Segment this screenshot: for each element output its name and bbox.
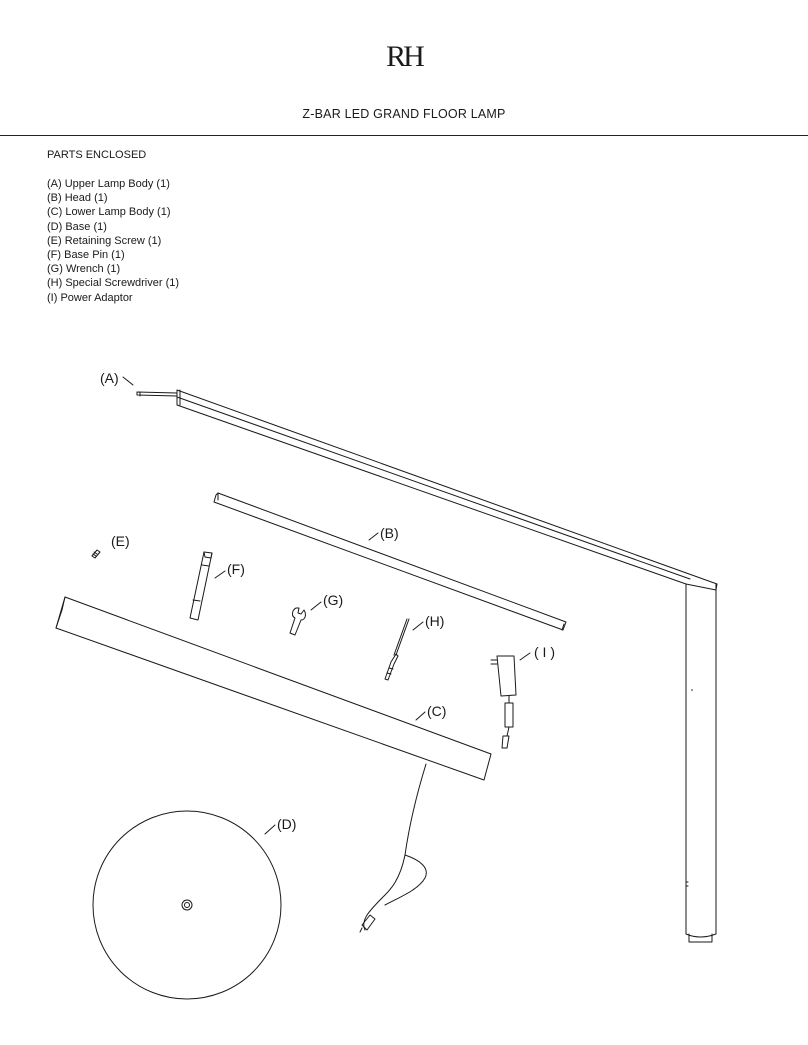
retaining-screw-drawing <box>91 549 101 559</box>
parts-heading: PARTS ENCLOSED <box>47 149 147 161</box>
callout-b: (B) <box>368 525 399 541</box>
page-title: Z-BAR LED GRAND FLOOR LAMP <box>302 107 506 121</box>
lower-lamp-body-drawing <box>55 596 492 781</box>
callout-f: (F) <box>214 561 245 579</box>
callout-b-label: (B) <box>380 525 399 541</box>
part-item-e: (E) Retaining Screw (1) <box>47 234 162 247</box>
screwdriver-drawing <box>384 618 410 681</box>
callout-i: ( I ) <box>519 644 555 661</box>
callout-d-label: (D) <box>277 816 296 832</box>
callout-h-label: (H) <box>425 613 444 629</box>
part-item-c: (C) Lower Lamp Body (1) <box>47 206 171 219</box>
callout-d: (D) <box>264 816 296 835</box>
header-divider <box>0 135 808 136</box>
brand-logo: RH <box>386 40 425 73</box>
callout-e-label: (E) <box>111 533 130 549</box>
callout-g: (G) <box>310 592 343 611</box>
parts-list: (A) Upper Lamp Body (1) (B) Head (1) (C)… <box>47 177 179 305</box>
part-item-a: (A) Upper Lamp Body (1) <box>47 178 170 190</box>
callout-e: (E) <box>111 533 130 549</box>
power-adaptor-drawing <box>490 655 517 749</box>
part-item-f: (F) Base Pin (1) <box>47 249 125 262</box>
power-cable-drawing <box>359 763 427 933</box>
callout-c: (C) <box>415 703 446 721</box>
head-drawing <box>213 492 567 631</box>
callout-a: (A) <box>100 370 134 386</box>
part-item-i: (I) Power Adaptor <box>47 291 133 304</box>
callout-c-label: (C) <box>427 703 446 719</box>
callout-i-label: ( I ) <box>534 644 555 660</box>
callout-f-label: (F) <box>227 561 245 577</box>
part-item-d: (D) Base (1) <box>47 220 107 233</box>
part-item-h: (H) Special Screwdriver (1) <box>47 277 180 290</box>
callout-g-label: (G) <box>323 592 343 608</box>
part-item-g: (G) Wrench (1) <box>47 263 121 276</box>
part-item-b: (B) Head (1) <box>47 192 108 205</box>
base-drawing <box>92 810 282 1000</box>
callout-h: (H) <box>412 613 444 631</box>
callout-a-label: (A) <box>100 370 119 386</box>
wrench-drawing <box>289 607 306 636</box>
upper-lamp-body-drawing <box>136 389 718 943</box>
base-pin-drawing <box>189 551 213 621</box>
